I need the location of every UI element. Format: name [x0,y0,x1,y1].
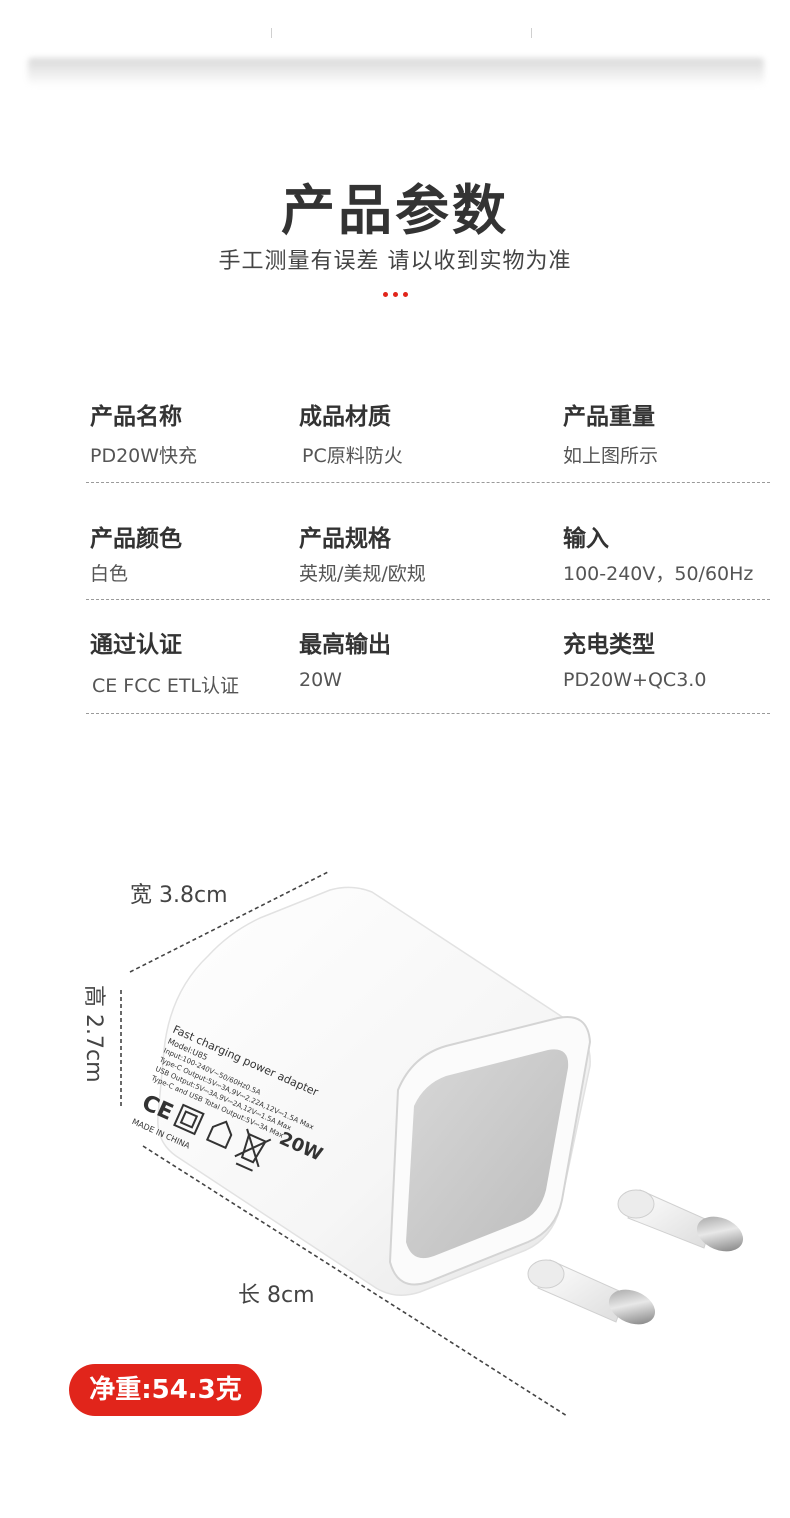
spec-max-output: 最高输出 20W [299,625,391,691]
charger-illustration: Fast charging power adapter Model:U85 In… [120,871,744,1417]
spec-label: 充电类型 [563,632,655,658]
spec-color: 产品颜色 白色 [90,519,182,586]
spec-standard: 产品规格 英规/美规/欧规 [299,519,426,586]
spec-label: 通过认证 [90,632,182,658]
double-square-icon-inner [179,1110,199,1129]
weee-bin-icon [234,1128,272,1172]
spec-label: 产品颜色 [90,526,182,552]
spec-label: 输入 [563,526,609,552]
divider [86,599,770,600]
dimension-width-line [129,871,329,973]
pin-lower-base [527,1259,565,1289]
spec-product-name: 产品名称 PD20W快充 [90,397,197,468]
spec-value: PC原料防火 [302,445,403,467]
spec-label: 最高输出 [299,632,391,658]
spec-input: 输入 100-240V，50/60Hz [563,519,753,586]
spec-material: 成品材质 PC原料防火 [299,397,403,468]
pin-upper-base [617,1189,655,1219]
top-shadow-bar [28,58,764,86]
divider [86,713,770,714]
top-tick-right [531,28,532,38]
accent-dots [0,292,790,297]
spec-value: PD20W快充 [90,445,198,467]
house-icon [205,1120,233,1150]
spec-label: 产品名称 [90,404,182,430]
spec-label: 产品规格 [299,526,391,552]
accent-dot [402,292,408,297]
dimension-length-label: 长 8cm [238,1283,315,1308]
spec-value: CE FCC ETL认证 [92,675,240,697]
spec-label: 成品材质 [299,404,391,430]
pin-lower-tip [608,1289,656,1325]
spec-value: 英规/美规/欧规 [299,563,426,585]
pin-upper-tip [696,1216,744,1252]
spec-value: PD20W+QC3.0 [563,669,707,691]
top-tick-left [271,28,272,38]
net-weight-badge: 净重:54.3克 [69,1364,262,1416]
spec-value: 白色 [90,563,129,585]
spec-label: 产品重量 [563,404,655,430]
page-title: 产品参数 [281,179,509,242]
plug-face [406,1049,569,1259]
spec-charge-type: 充电类型 PD20W+QC3.0 [563,625,706,691]
divider [86,482,770,483]
spec-value: 20W [299,669,342,691]
page-subtitle: 手工测量有误差 请以收到实物为准 [218,249,572,274]
spec-value: 如上图所示 [563,445,659,467]
spec-value: 100-240V，50/60Hz [563,563,754,585]
accent-dot [392,292,398,297]
dimension-width-label: 宽 3.8cm [130,883,228,908]
accent-dot [382,292,388,297]
spec-certification: 通过认证 CE FCC ETL认证 [90,625,239,698]
spec-weight: 产品重量 如上图所示 [563,397,658,468]
double-square-icon [173,1103,205,1136]
